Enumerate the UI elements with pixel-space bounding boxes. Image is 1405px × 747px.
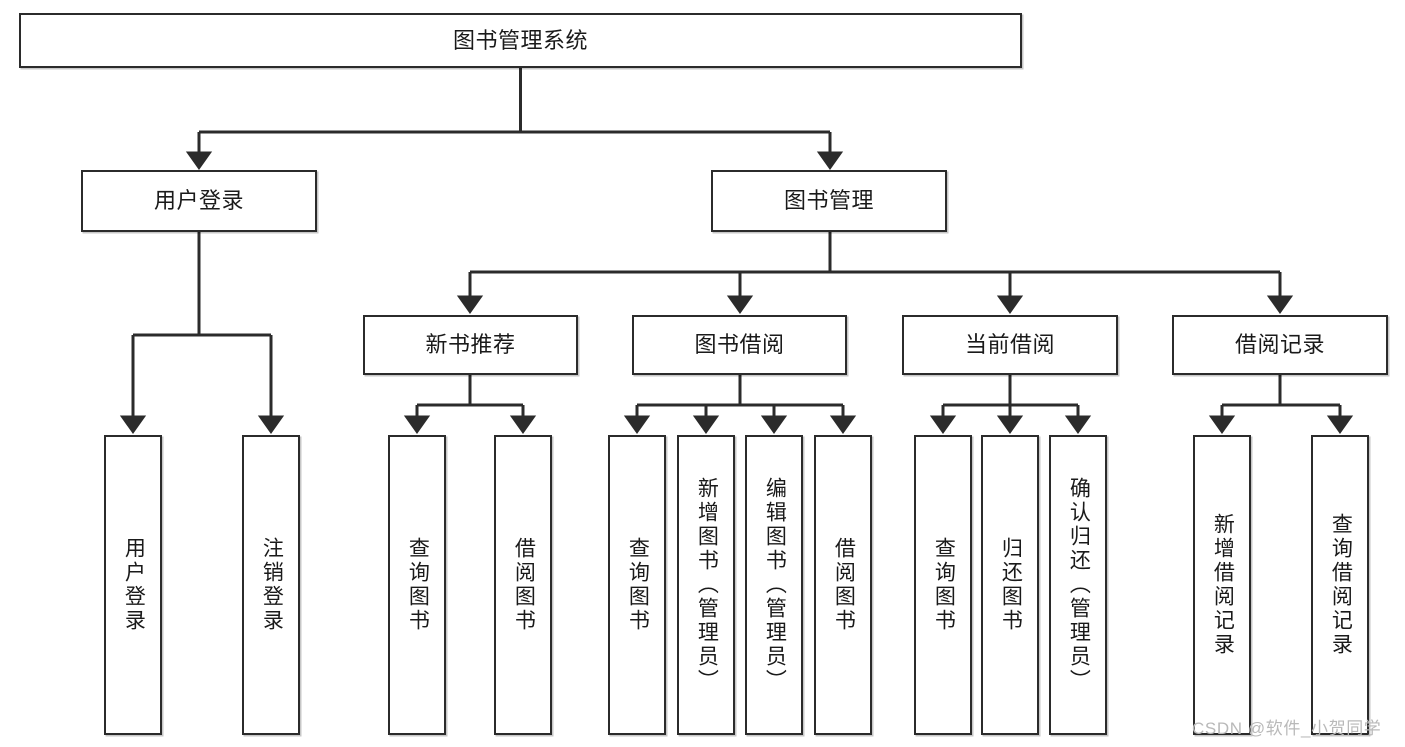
node-label: 查询图书 bbox=[626, 537, 650, 633]
leaf-query-book-borrow[interactable]: 查询图书 bbox=[608, 435, 666, 735]
node-label: 新增图书（管理员） bbox=[695, 477, 719, 693]
node-label: 确认归还（管理员） bbox=[1067, 477, 1091, 693]
node-label: 查询借阅记录 bbox=[1329, 513, 1353, 657]
node-label: 当前借阅 bbox=[964, 332, 1055, 358]
leaf-borrow-book[interactable]: 借阅图书 bbox=[814, 435, 872, 735]
leaf-user-login[interactable]: 用户登录 bbox=[104, 435, 162, 735]
node-book-management-system[interactable]: 图书管理系统 bbox=[19, 13, 1022, 68]
node-borrow-record[interactable]: 借阅记录 bbox=[1172, 315, 1388, 375]
csdn-watermark: CSDN @软件_小贺同学 bbox=[1192, 719, 1382, 738]
node-label: 归还图书 bbox=[999, 537, 1023, 633]
node-label: 注销登录 bbox=[260, 537, 284, 633]
node-label: 图书管理 bbox=[783, 188, 874, 214]
node-label: 新书推荐 bbox=[425, 332, 516, 358]
leaf-add-book-admin[interactable]: 新增图书（管理员） bbox=[677, 435, 735, 735]
leaf-return-book[interactable]: 归还图书 bbox=[981, 435, 1039, 735]
leaf-confirm-return-admin[interactable]: 确认归还（管理员） bbox=[1049, 435, 1107, 735]
node-label: 借阅记录 bbox=[1234, 332, 1325, 358]
node-book-borrow[interactable]: 图书借阅 bbox=[632, 315, 847, 375]
leaf-query-book-newbook[interactable]: 查询图书 bbox=[388, 435, 446, 735]
node-label: 编辑图书（管理员） bbox=[763, 477, 787, 693]
node-current-borrow[interactable]: 当前借阅 bbox=[902, 315, 1118, 375]
leaf-query-borrow-record[interactable]: 查询借阅记录 bbox=[1311, 435, 1369, 735]
leaf-logout[interactable]: 注销登录 bbox=[242, 435, 300, 735]
node-label: 查询图书 bbox=[932, 537, 956, 633]
node-label: 用户登录 bbox=[122, 537, 146, 633]
leaf-query-book-current[interactable]: 查询图书 bbox=[914, 435, 972, 735]
leaf-add-borrow-record[interactable]: 新增借阅记录 bbox=[1193, 435, 1251, 735]
node-label: 图书管理系统 bbox=[452, 27, 588, 53]
leaf-edit-book-admin[interactable]: 编辑图书（管理员） bbox=[745, 435, 803, 735]
node-label: 图书借阅 bbox=[694, 332, 785, 358]
leaf-borrow-book-newbook[interactable]: 借阅图书 bbox=[494, 435, 552, 735]
node-label: 借阅图书 bbox=[832, 537, 856, 633]
node-book-management[interactable]: 图书管理 bbox=[711, 170, 947, 232]
node-new-book-recommend[interactable]: 新书推荐 bbox=[363, 315, 578, 375]
node-user-login[interactable]: 用户登录 bbox=[81, 170, 317, 232]
node-label: 借阅图书 bbox=[512, 537, 536, 633]
node-label: 新增借阅记录 bbox=[1211, 513, 1235, 657]
node-label: 用户登录 bbox=[153, 188, 244, 214]
node-label: 查询图书 bbox=[406, 537, 430, 633]
